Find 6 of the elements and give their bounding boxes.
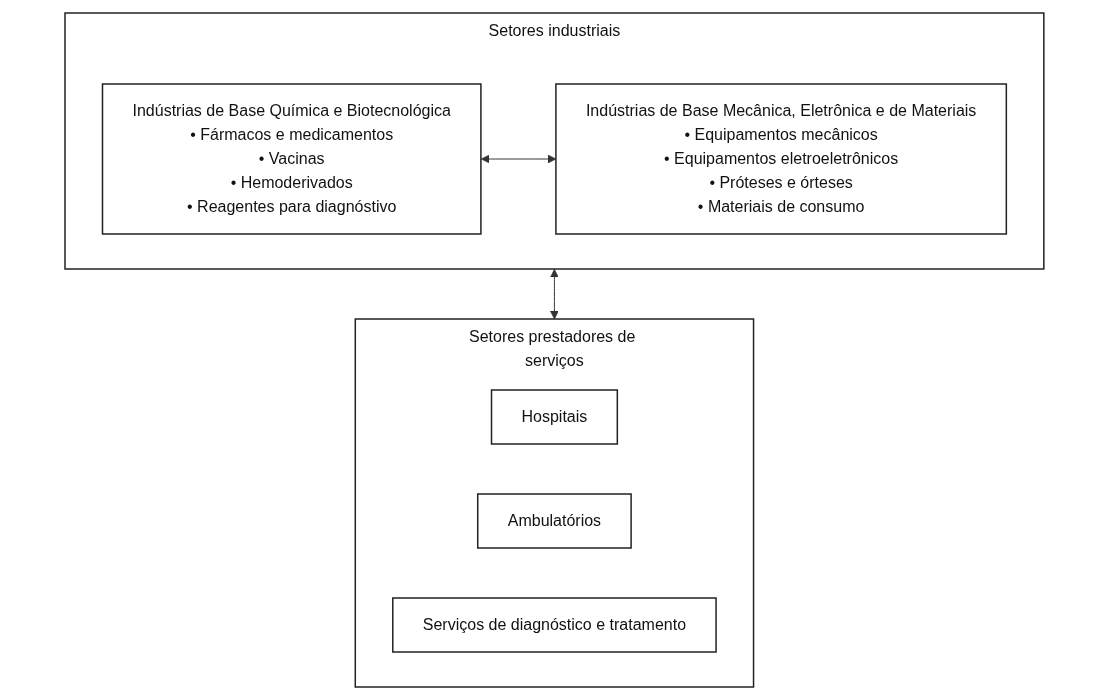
node-box: Hospitais: [490, 389, 619, 445]
arrow: [550, 269, 559, 320]
node-box: Ambulatórios: [477, 493, 632, 549]
node-box: Indústrias de Base Mecânica, Eletrônica e de Materiais • Equipamentos mecânicos • Equipamentos eletroeletrônicos • Próteses e órteses • Materiais de consumo: [555, 83, 1008, 235]
node-box: Serviços de diagnóstico e tratamento: [392, 597, 717, 653]
node-box: Indústrias de Base Química e Biotecnológica • Fármacos e medicamentos • Vacinas • Hemoderivados • Reagentes para diagnóstivo: [101, 83, 482, 235]
